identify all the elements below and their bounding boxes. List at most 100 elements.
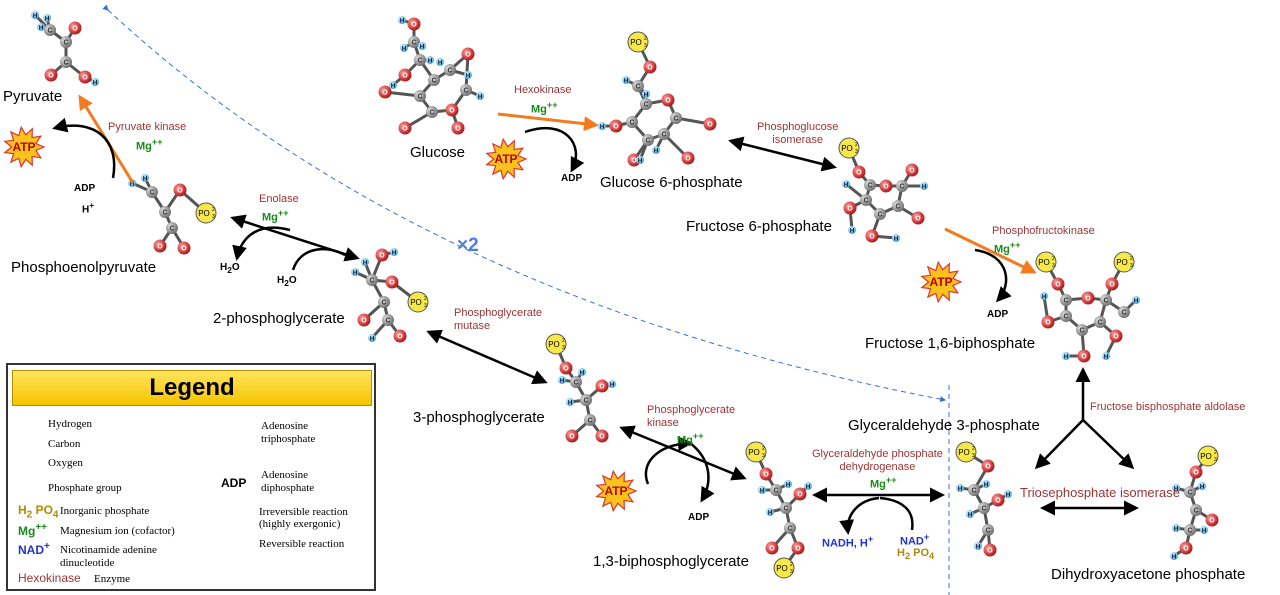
svg-text:O: O [1183,546,1189,553]
aldolase-arrow-right [1082,419,1135,470]
svg-text:C: C [673,116,678,123]
svg-text:3: 3 [972,453,975,459]
enzyme-hexokinase: Hexokinase [514,84,572,96]
h-atom: H [464,71,472,80]
svg-text:ATP: ATP [494,152,517,166]
svg-text:C: C [661,132,666,139]
svg-text:3: 3 [212,214,215,220]
o-atom: O [1205,513,1219,527]
svg-text:C: C [587,418,592,425]
svg-text:O: O [613,124,619,131]
o-atom: O [385,275,399,289]
svg-text:O: O [82,75,88,82]
svg-text:3: 3 [424,303,427,309]
legend-nad-label-2: dinucleotide [60,557,115,569]
svg-text:H: H [1042,295,1046,301]
o-atom: O [451,121,465,135]
c-atom: C [146,186,158,198]
svg-text:C: C [877,212,882,219]
atp-pyruvate-kinase: ATP [3,125,46,169]
h-atom: H [476,92,484,101]
mg-phosphofructokinase: Mg++ [994,240,1021,256]
svg-text:C: C [381,300,386,307]
label-glucose: Glucose [410,144,466,161]
svg-text:2: 2 [1214,450,1217,456]
times-two-label: ×2 [457,235,479,256]
h-atom: H [558,376,566,385]
svg-text:H: H [466,74,470,80]
o-atom: O [981,459,995,473]
h-atom: H [956,484,964,493]
svg-text:H: H [638,159,642,165]
atp-phosphofructokinase: ATP [920,260,963,304]
legend-oxygen: Oxygen [48,457,83,469]
c-atom: C [670,112,682,124]
svg-text:H: H [1134,299,1138,305]
adp-phosphofructokinase: ADP [987,309,1009,320]
h-atom: H [842,180,850,189]
svg-text:H: H [392,251,396,257]
svg-text:O: O [797,492,803,499]
water-out-enolase: H2O [220,262,240,275]
svg-text:O: O [647,65,653,72]
svg-text:H: H [984,483,988,489]
c-atom: C [892,200,904,212]
o-atom: O [78,70,92,84]
label-fructose-6-phosphate: Fructose 6-phosphate [686,218,832,235]
o-atom: O [1051,277,1065,291]
atp-hexokinase: ATP [485,137,528,181]
legend-atp-label-1: Adenosine [261,420,309,432]
svg-text:H: H [644,93,648,99]
svg-text:C: C [63,60,68,67]
enzyme-phosphofructokinase: Phosphofructokinase [992,225,1095,237]
svg-text:H: H [1006,493,1010,499]
svg-text:O: O [72,26,78,33]
gapdh-nad-in [879,496,914,531]
svg-text:C: C [1063,298,1068,305]
c-atom: C [414,90,426,102]
svg-text:O: O [177,188,183,195]
c-atom: C [382,314,394,326]
svg-text:C: C [47,28,52,35]
o-atom: O [991,493,1005,507]
svg-text:H: H [760,489,764,495]
svg-text:O: O [987,548,993,555]
o-atom: O [1179,541,1193,555]
h-atom: H [982,480,990,489]
svg-text:H: H [600,125,604,131]
c-atom: C [1118,306,1130,318]
o-atom: O [793,487,807,501]
svg-text:3: 3 [790,569,793,575]
svg-text:3: 3 [644,43,647,49]
svg-text:C: C [783,506,788,513]
svg-text:2: 2 [644,36,647,42]
h-atom: H [652,146,660,155]
label-glucose-6-phosphate: Glucose 6-phosphate [600,174,743,191]
legend-adp-label-1: Adenosine [261,469,309,481]
o-atom: O [843,201,857,215]
svg-text:O: O [1055,282,1061,289]
svg-text:PO: PO [548,340,560,349]
svg-text:O: O [599,384,605,391]
c-atom: C [408,36,420,48]
legend-hydrogen: Hydrogen [48,418,92,430]
h-atom: H [43,14,51,23]
svg-text:O: O [985,464,991,471]
legend-adp-label-2: diphosphate [261,482,315,494]
legend-carbon: Carbon [48,438,81,450]
o-atom: O [559,361,573,375]
svg-text:H: H [786,483,790,489]
c-atom: C [428,74,440,86]
o-atom: O [661,93,675,107]
svg-text:H: H [143,177,147,183]
